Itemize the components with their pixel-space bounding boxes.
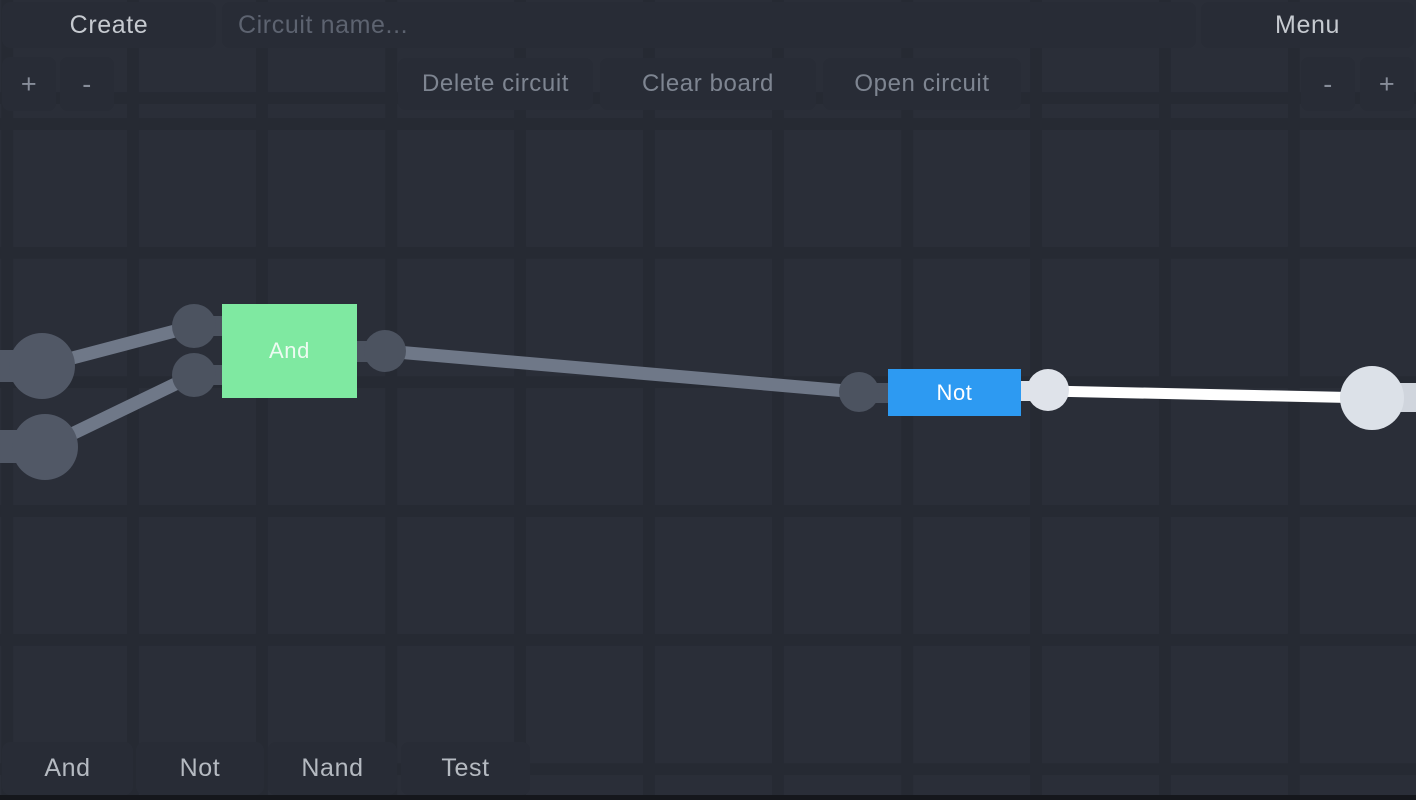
clear-board-button[interactable]: Clear board (600, 58, 816, 110)
and-input-port-1[interactable] (172, 304, 216, 348)
wire-off[interactable] (384, 344, 859, 399)
zoom-out-button-right[interactable]: - (1301, 57, 1355, 111)
input-node-2[interactable] (12, 414, 78, 480)
not-input-port[interactable] (839, 372, 879, 412)
palette-item-test[interactable]: Test (401, 742, 530, 795)
delete-circuit-button[interactable]: Delete circuit (398, 58, 593, 110)
menu-button[interactable]: Menu (1201, 2, 1414, 48)
palette-item-and[interactable]: And (2, 742, 133, 795)
create-button[interactable]: Create (2, 2, 216, 48)
palette-item-nand[interactable]: Nand (268, 742, 397, 795)
gate-not[interactable]: Not (888, 369, 1021, 416)
zoom-in-button-left[interactable]: + (2, 57, 56, 111)
and-output-port[interactable] (364, 330, 406, 372)
bottom-edge-strip (0, 795, 1416, 800)
open-circuit-button[interactable]: Open circuit (823, 58, 1021, 110)
zoom-out-button-left[interactable]: - (60, 57, 114, 111)
output-node[interactable] (1340, 366, 1404, 430)
palette-item-not[interactable]: Not (136, 742, 264, 795)
not-output-port[interactable] (1027, 369, 1069, 411)
circuit-name-input[interactable] (222, 2, 1196, 48)
input-node-1[interactable] (9, 333, 75, 399)
gate-and[interactable]: And (222, 304, 357, 398)
wire-on[interactable] (1047, 385, 1373, 404)
and-input-port-2[interactable] (172, 353, 216, 397)
zoom-in-button-right[interactable]: + (1360, 57, 1414, 111)
